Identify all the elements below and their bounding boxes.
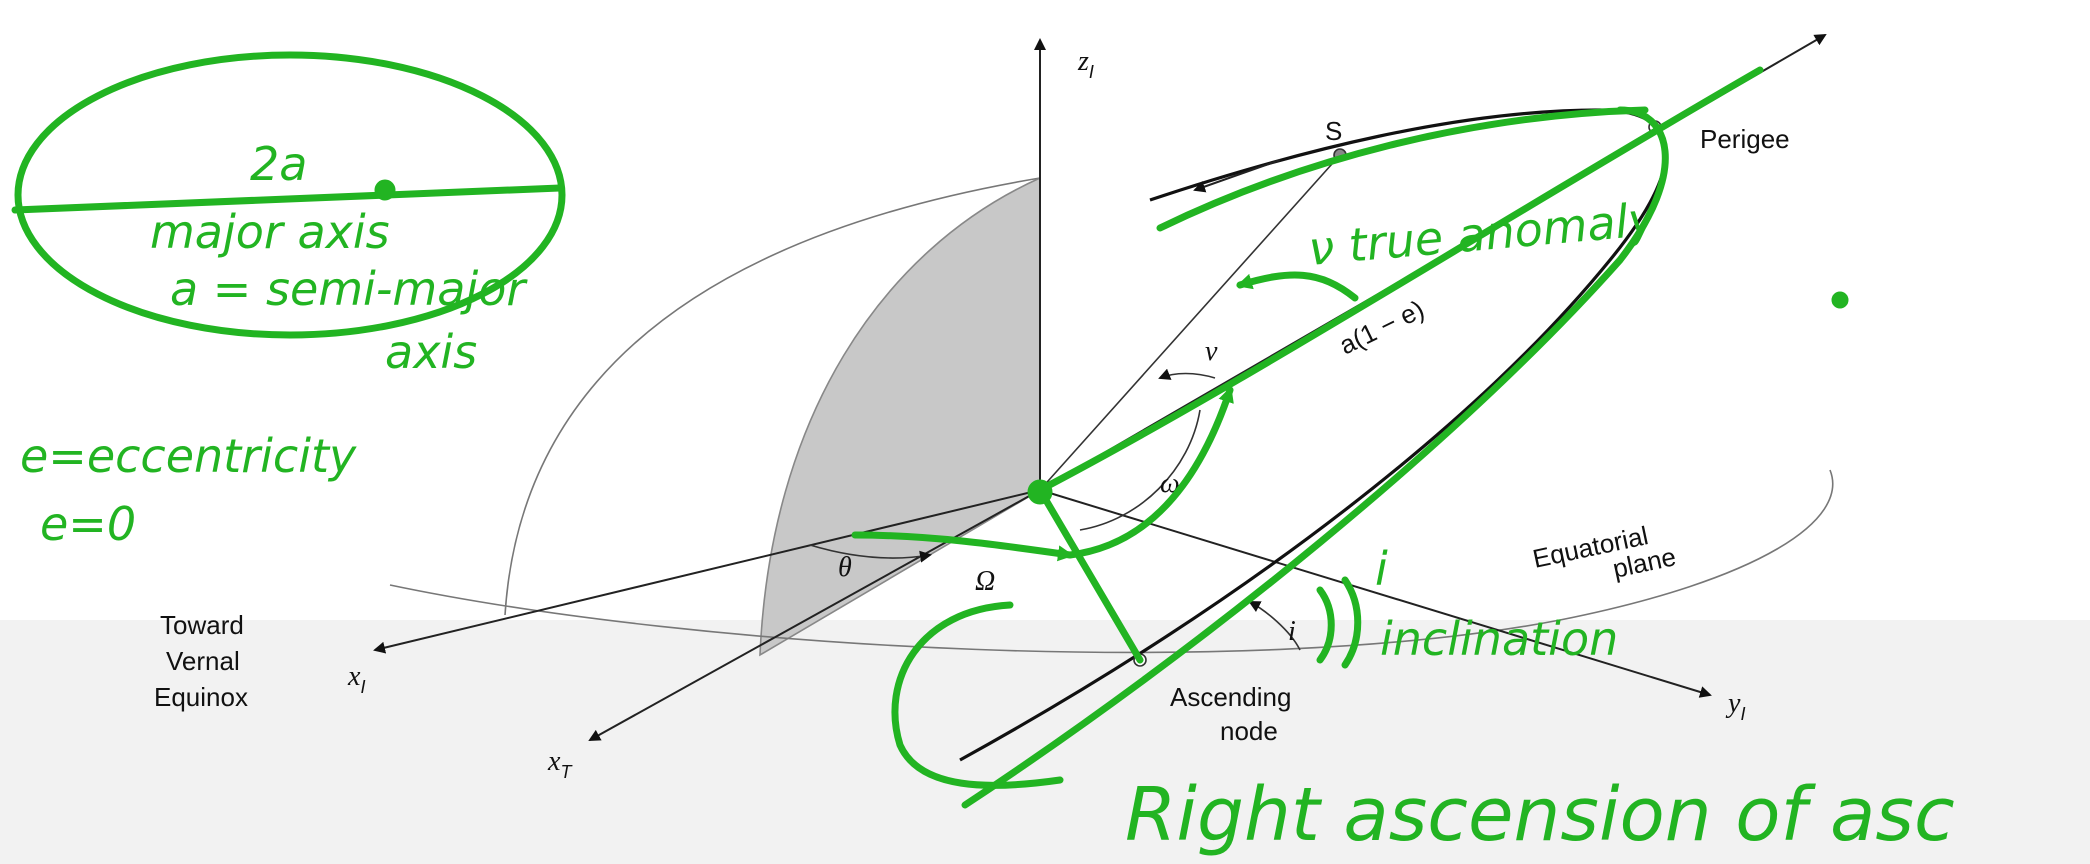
sketch-major-axis [11, 184, 564, 214]
meridian-plane [759, 176, 1041, 657]
ink-center-dot [1027, 479, 1053, 505]
ink-eccentricity: e=eccentricity [20, 429, 357, 483]
vernal-label-line1: Toward [160, 610, 244, 640]
vernal-label-line2: Vernal [166, 646, 240, 676]
ink-semi-major-cont: axis [385, 325, 477, 379]
x-true-label: xT [547, 746, 573, 782]
perigee-label: Perigee [1700, 124, 1790, 154]
radius-vector [1039, 154, 1341, 491]
true-anomaly-symbol: ν [1205, 336, 1218, 367]
ink-node-line [1036, 486, 1144, 664]
inclination-symbol: i [1288, 616, 1296, 647]
ink-right-ascension: Right ascension of asc [1125, 772, 1955, 858]
sphere-outline [504, 177, 1041, 616]
sketch-ellipse [14, 51, 566, 339]
ink-inclination-arc2 [1341, 576, 1362, 669]
z-axis-label: zI [1077, 46, 1094, 82]
ink-two-a: 2a [250, 137, 307, 191]
theta-symbol: θ [838, 552, 852, 583]
ink-omega-loop [1066, 386, 1234, 559]
ink-semi-major: a = semi-major [170, 262, 528, 316]
velocity-arrow [1193, 159, 1281, 193]
ascending-label-line1: Ascending [1170, 682, 1291, 712]
omega-arc [1079, 409, 1201, 531]
nu-arc [1158, 368, 1216, 380]
ink-nu-arrow [1236, 271, 1359, 302]
vernal-label-line3: Equinox [154, 682, 248, 712]
ink-raan-hook [891, 601, 1064, 789]
ink-e-zero: e=0 [40, 497, 136, 551]
x-inertial-label: xI [347, 661, 365, 697]
x-inertial-axis [373, 489, 1041, 654]
perigee-distance-label: a(1 − e) [1334, 294, 1428, 361]
ink-orbit-top [1156, 106, 1649, 232]
theta-arc [809, 544, 932, 563]
sketch-focus-dot [374, 179, 396, 201]
ink-raan-arrow [851, 531, 1074, 562]
ink-inclination-arc1 [1316, 586, 1335, 664]
ink-dot [1831, 291, 1849, 309]
ink-inclination: inclination [1380, 612, 1618, 666]
ink-orbit-bottom [961, 106, 1669, 809]
ink-text: 2a major axis a = semi-major axis e=ecce… [20, 137, 1955, 858]
ink-major-axis: major axis [150, 205, 390, 259]
ink-annotations [11, 51, 1849, 809]
y-inertial-label: yI [1725, 688, 1745, 724]
raan-symbol: Ω [975, 566, 995, 597]
inclination-arc [1248, 601, 1301, 651]
bottom-shade [0, 620, 2090, 864]
equatorial-plane-arc [389, 469, 1834, 654]
satellite-label: S [1325, 116, 1342, 146]
ascending-label-line2: node [1220, 716, 1278, 746]
ink-inclination-i: i [1375, 542, 1388, 596]
y-inertial-axis [1039, 489, 1712, 698]
x-true-axis [588, 489, 1041, 741]
ink-apsides-trace [1036, 66, 1764, 494]
